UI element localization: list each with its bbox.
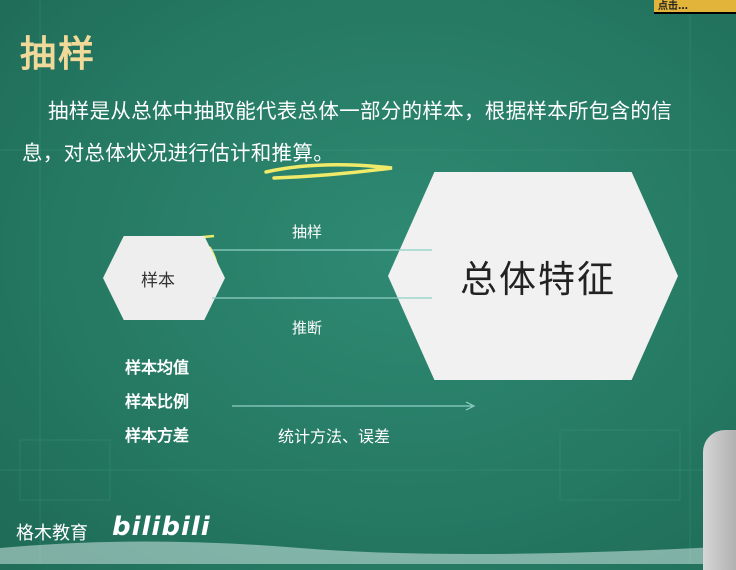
stat-item: 样本方差 [125, 426, 190, 445]
sampling-arrow-label: 抽样 [292, 223, 323, 241]
brand-watermark: 格木教育 [16, 523, 88, 544]
slide-title: 抽样 [20, 34, 97, 75]
presenter-figure [703, 430, 736, 570]
methods-label: 统计方法、误差 [278, 427, 391, 446]
site-watermark: bilibili [112, 512, 211, 542]
stat-item: 样本比例 [125, 392, 190, 411]
inference-arrow-label: 推断 [292, 319, 323, 337]
population-label: 总体特征 [460, 258, 616, 301]
corner-badge[interactable]: 点击… [654, 0, 736, 14]
sample-label: 样本 [141, 270, 175, 291]
stat-item: 样本均值 [125, 358, 190, 377]
methods-arrow-head [465, 401, 476, 411]
sample-hexagon [103, 236, 225, 320]
population-hexagon [388, 172, 678, 380]
definition-paragraph: 抽样是从总体中抽取能代表总体一部分的样本，根据样本所包含的信息，对总体状况进行估… [22, 99, 672, 165]
